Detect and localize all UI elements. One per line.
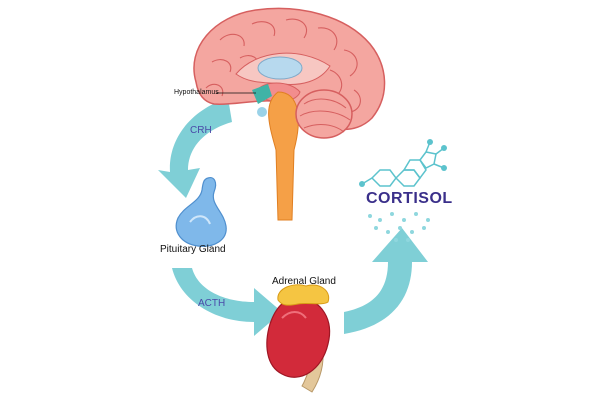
arrow-adrenal-to-cortisol [344, 228, 428, 334]
crh-label: CRH [190, 125, 212, 136]
cortisol-label: CORTISOL [366, 190, 453, 207]
hypothalamus-region [252, 84, 272, 104]
hypothalamus-label: Hypothalamus [174, 89, 219, 96]
cortisol-molecule [361, 141, 445, 187]
adrenal-fat-cap [277, 284, 330, 306]
pituitary-in-brain [257, 107, 267, 117]
cortisol-molecule-atoms [359, 139, 447, 187]
brain-gyri [205, 18, 361, 113]
cerebellum [295, 89, 353, 139]
pituitary-gland-illustration [175, 177, 227, 247]
adrenal-gland-label: Adrenal Gland [272, 276, 336, 287]
arrow-brain-to-pituitary [158, 98, 232, 198]
pituitary-gland-label: Pituitary Gland [160, 244, 226, 255]
cortisol-particles [368, 212, 430, 242]
adrenal-kidney-illustration [266, 284, 331, 393]
brain-illustration [193, 7, 386, 221]
arrow-pituitary-to-adrenal [172, 268, 282, 336]
brain-stem [268, 91, 299, 221]
ventricle [257, 56, 303, 80]
acth-label: ACTH [198, 298, 226, 309]
